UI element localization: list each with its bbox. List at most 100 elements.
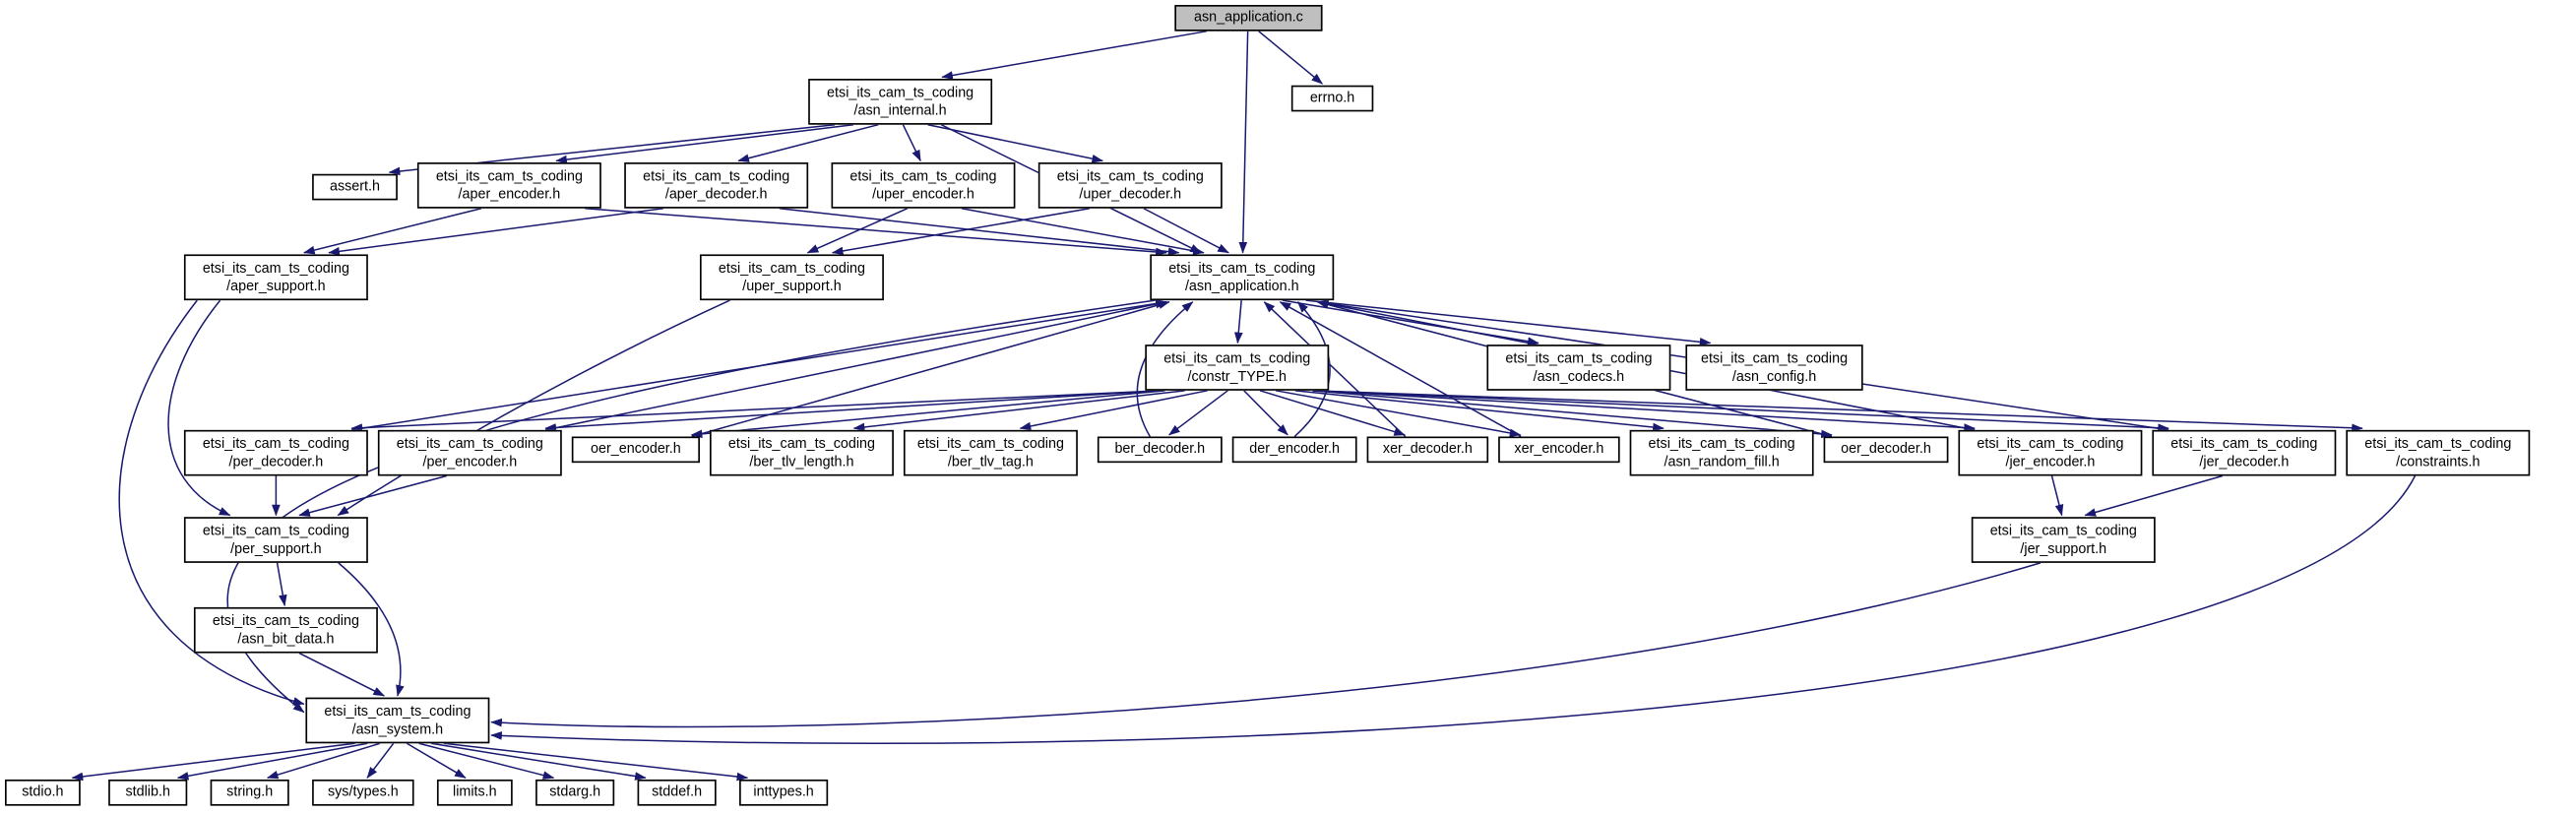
- node-uper_encoder_h[interactable]: etsi_its_cam_ts_coding/uper_encoder.h: [831, 162, 1016, 209]
- edge-jer_decoder_h-to-jer_support_h: [2084, 474, 2224, 517]
- edge-constr_TYPE_h-to-jer_encoder_h: [1312, 390, 1976, 432]
- edge-jer_support_h-to-asn_system_h: [490, 562, 2042, 728]
- edge-per_support_h-to-asn_system_h: [338, 562, 405, 697]
- node-aper_support_h[interactable]: etsi_its_cam_ts_coding/aper_support.h: [183, 254, 368, 301]
- edge-asn_bit_data_h-to-asn_system_h: [298, 652, 386, 697]
- node-ber_tlv_tag_h[interactable]: etsi_its_cam_ts_coding/ber_tlv_tag.h: [903, 429, 1078, 476]
- node-jer_support_h[interactable]: etsi_its_cam_ts_coding/jer_support.h: [1971, 517, 2156, 563]
- node-label: etsi_its_cam_ts_coding: [849, 166, 997, 183]
- node-stdarg_h: stdarg.h: [535, 779, 615, 806]
- edge-constr_TYPE_h-to-xer_decoder_h: [1259, 390, 1406, 436]
- node-label: etsi_its_cam_ts_coding: [1056, 166, 1204, 183]
- node-label: /jer_support.h: [2020, 539, 2107, 557]
- node-label: etsi_its_cam_ts_coding: [2170, 434, 2318, 451]
- node-asn_bit_data_h[interactable]: etsi_its_cam_ts_coding/asn_bit_data.h: [193, 606, 378, 654]
- node-per_decoder_h[interactable]: etsi_its_cam_ts_coding/per_decoder.h: [183, 429, 368, 476]
- node-asn_config_h[interactable]: etsi_its_cam_ts_coding/asn_config.h: [1685, 344, 1863, 391]
- node-label: etsi_its_cam_ts_coding: [202, 521, 349, 538]
- edge-asn_system_h-to-stddef_h: [430, 742, 647, 781]
- node-per_support_h[interactable]: etsi_its_cam_ts_coding/per_support.h: [183, 517, 368, 563]
- node-aper_encoder_h[interactable]: etsi_its_cam_ts_coding/aper_encoder.h: [416, 162, 601, 209]
- node-label: limits.h: [453, 783, 497, 800]
- edge-asn_internal_h-to-aper_decoder_h: [737, 123, 879, 162]
- node-jer_encoder_h[interactable]: etsi_its_cam_ts_coding/jer_encoder.h: [1958, 429, 2143, 476]
- edge-ber_decoder_h-to-asn_application_h: [1136, 301, 1194, 437]
- node-label: etsi_its_cam_ts_coding: [1989, 521, 2137, 538]
- node-label: xer_encoder.h: [1514, 440, 1604, 457]
- edge-aper_encoder_h-to-asn_application_h: [585, 207, 1167, 257]
- edge-constr_TYPE_h-to-per_encoder_h: [544, 390, 1162, 432]
- node-label: stddef.h: [652, 783, 703, 800]
- node-asn_internal_h[interactable]: etsi_its_cam_ts_coding/asn_internal.h: [808, 79, 993, 125]
- node-ber_tlv_length_h[interactable]: etsi_its_cam_ts_coding/ber_tlv_length.h: [710, 429, 894, 476]
- edge-per_decoder_h-to-asn_application_h: [351, 299, 1167, 431]
- node-label: /asn_application.h: [1184, 277, 1299, 294]
- node-label: der_encoder.h: [1249, 440, 1341, 457]
- node-label: /asn_random_fill.h: [1664, 453, 1780, 470]
- node-label: etsi_its_cam_ts_coding: [718, 258, 865, 276]
- node-label: etsi_its_cam_ts_coding: [1505, 348, 1653, 365]
- node-oer_decoder_h: oer_decoder.h: [1823, 436, 1949, 464]
- node-asn_system_h[interactable]: etsi_its_cam_ts_coding/asn_system.h: [305, 697, 490, 744]
- edge-aper_support_h-to-per_support_h: [167, 299, 231, 517]
- node-string_h: string.h: [210, 779, 289, 806]
- edge-asn_internal_h-to-uper_decoder_h: [927, 123, 1104, 163]
- node-label: /constr_TYPE.h: [1187, 367, 1287, 385]
- node-label: /asn_system.h: [351, 720, 444, 737]
- node-uper_support_h[interactable]: etsi_its_cam_ts_coding/uper_support.h: [699, 254, 884, 301]
- node-label: /asn_internal.h: [853, 101, 947, 119]
- node-label: /ber_tlv_tag.h: [947, 453, 1034, 470]
- node-label: etsi_its_cam_ts_coding: [202, 434, 349, 451]
- node-stddef_h: stddef.h: [637, 779, 717, 806]
- node-stdio_h: stdio.h: [5, 779, 81, 806]
- edge-aper_decoder_h-to-asn_application_h: [779, 208, 1180, 256]
- node-label: /asn_codecs.h: [1533, 367, 1625, 385]
- node-label: /uper_encoder.h: [872, 185, 974, 203]
- node-aper_decoder_h[interactable]: etsi_its_cam_ts_coding/aper_decoder.h: [624, 162, 809, 209]
- edge-asn_system_h-to-inttypes_h: [443, 742, 749, 782]
- node-der_encoder_h: der_encoder.h: [1231, 436, 1357, 464]
- edge-uper_encoder_h-to-asn_application_h: [961, 208, 1205, 256]
- edge-constr_TYPE_h-to-per_decoder_h: [350, 390, 1162, 432]
- node-limits_h: limits.h: [436, 779, 513, 806]
- node-label: /per_support.h: [230, 539, 322, 557]
- node-label: /aper_encoder.h: [458, 185, 561, 203]
- node-label: etsi_its_cam_ts_coding: [827, 83, 974, 99]
- node-constraints_h[interactable]: etsi_its_cam_ts_coding/constraints.h: [2346, 429, 2531, 476]
- node-assert_h: assert.h: [312, 173, 398, 201]
- edge-asn_application_c-to-asn_application_h: [1238, 31, 1249, 254]
- edge-constr_TYPE_h-to-xer_encoder_h: [1275, 390, 1522, 438]
- node-label: etsi_its_cam_ts_coding: [212, 611, 359, 628]
- node-constr_TYPE_h[interactable]: etsi_its_cam_ts_coding/constr_TYPE.h: [1145, 344, 1330, 391]
- node-asn_codecs_h[interactable]: etsi_its_cam_ts_coding/asn_codecs.h: [1486, 344, 1671, 391]
- node-label: etsi_its_cam_ts_coding: [643, 166, 790, 183]
- edge-constr_TYPE_h-to-ber_tlv_length_h: [852, 390, 1185, 432]
- edge-constr_TYPE_h-to-asn_random_fill_h: [1294, 390, 1665, 432]
- node-label: /aper_support.h: [226, 277, 326, 294]
- node-label: errno.h: [1309, 89, 1355, 106]
- node-uper_decoder_h[interactable]: etsi_its_cam_ts_coding/uper_decoder.h: [1037, 162, 1223, 209]
- node-label: oer_decoder.h: [1841, 440, 1931, 457]
- node-label: /jer_encoder.h: [2005, 453, 2096, 470]
- node-label: stdio.h: [22, 783, 64, 800]
- node-label: etsi_its_cam_ts_coding: [1648, 434, 1795, 451]
- edge-asn_system_h-to-string_h: [266, 742, 381, 780]
- node-oer_encoder_h: oer_encoder.h: [571, 436, 700, 464]
- edge-asn_application_h-to-asn_config_h: [1305, 299, 1712, 346]
- node-label: stdlib.h: [125, 783, 170, 800]
- node-per_encoder_h[interactable]: etsi_its_cam_ts_coding/per_encoder.h: [377, 429, 562, 476]
- node-asn_random_fill_h[interactable]: etsi_its_cam_ts_coding/asn_random_fill.h: [1629, 429, 1814, 476]
- node-jer_decoder_h[interactable]: etsi_its_cam_ts_coding/jer_decoder.h: [2152, 429, 2337, 476]
- edge-uper_encoder_h-to-uper_support_h: [806, 208, 909, 254]
- edge-constr_TYPE_h-to-ber_tlv_tag_h: [1019, 390, 1208, 431]
- edge-per_encoder_h-to-asn_application_h: [544, 299, 1167, 431]
- node-asn_application_h[interactable]: etsi_its_cam_ts_coding/asn_application.h: [1150, 254, 1335, 301]
- edge-asn_system_h-to-limits_h: [406, 742, 467, 779]
- edge-asn_internal_h-to-aper_encoder_h: [555, 123, 854, 164]
- edge-constr_TYPE_h-to-der_encoder_h: [1243, 390, 1288, 436]
- node-label: /asn_config.h: [1731, 367, 1817, 385]
- node-label: /constraints.h: [2396, 453, 2481, 470]
